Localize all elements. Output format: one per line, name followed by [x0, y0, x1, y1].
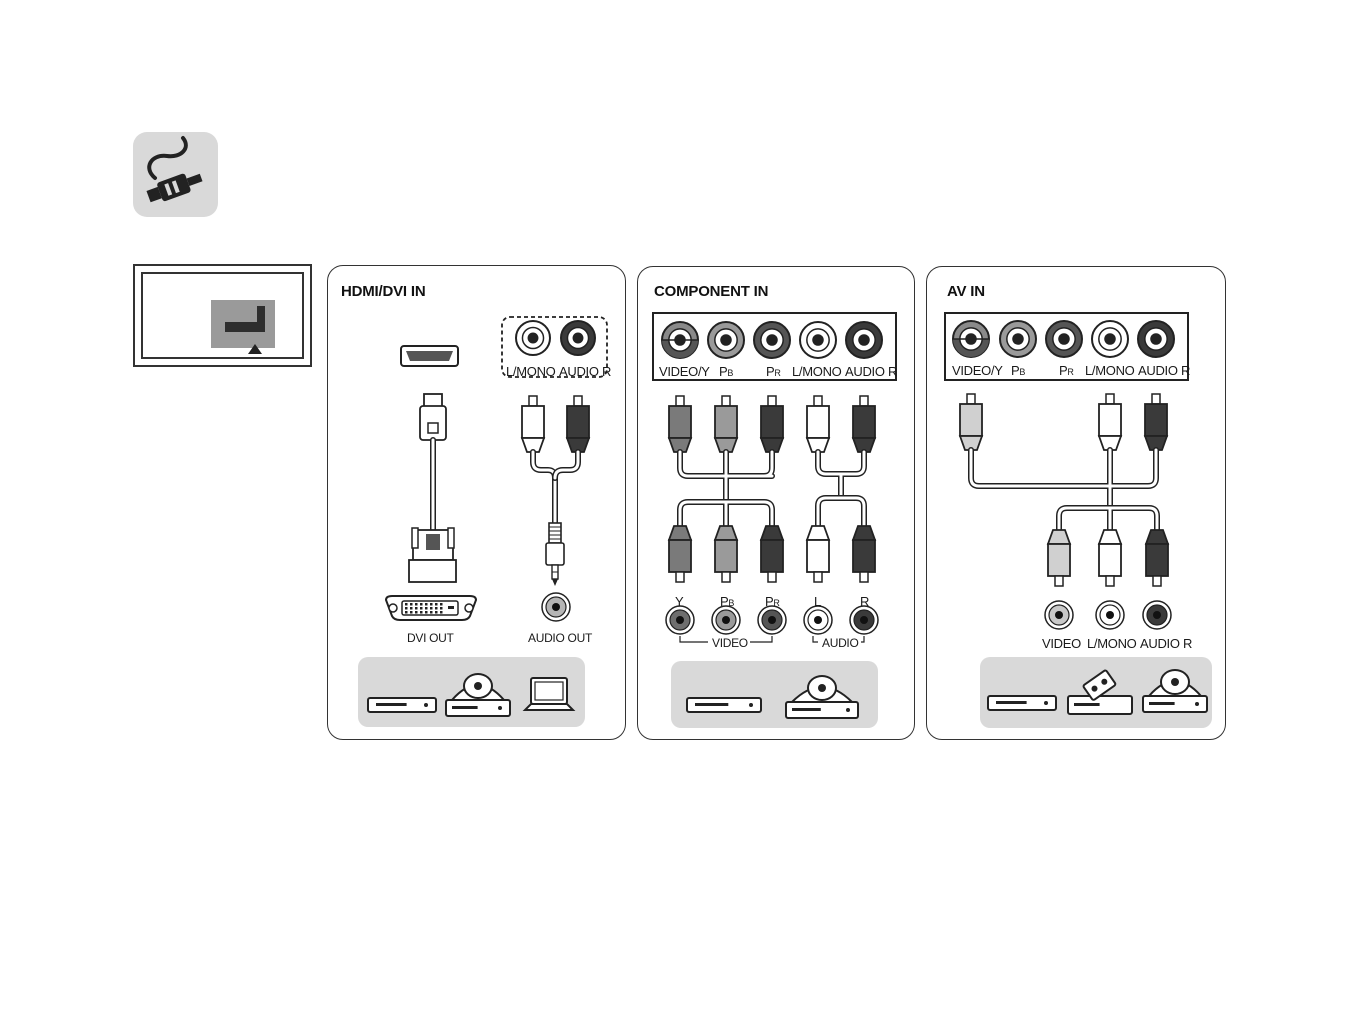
av-port-label-lmono: L/MONO: [1085, 363, 1134, 378]
component-source-label-l: L: [814, 594, 821, 609]
component-top-plug-lmono: [807, 396, 829, 452]
component-video-cable-top: [680, 452, 772, 502]
av-jack-y: [953, 321, 989, 357]
av-port-label-pb: PB: [1011, 363, 1025, 378]
component-source-jack-audior: [850, 606, 878, 634]
component-jack-y: [662, 322, 698, 358]
hdmi-audio-jack-audior: [561, 321, 595, 355]
component-bottom-plug-lmono: [807, 526, 829, 582]
component-video-cable-bottom: [680, 502, 772, 526]
hdmi-port-label-lmono: L/MONO: [506, 364, 555, 379]
dvd-player-icon: [368, 698, 436, 712]
component-port-label-audior: AUDIO R: [845, 364, 897, 379]
av-source-label-video: VIDEO: [1042, 636, 1081, 651]
av-bottom-plug-audior: [1146, 530, 1168, 586]
hdmi-audio-plug-audior: [567, 396, 589, 452]
component-top-plug-y: [669, 396, 691, 452]
component-source-label-r: R: [860, 594, 869, 609]
component-port-label-pr: PR: [766, 364, 781, 379]
av-port-label-pr: PR: [1059, 363, 1074, 378]
hdmi-port: [401, 346, 458, 366]
laptop-icon: [525, 678, 573, 710]
hdmi-audio-plug-lmono: [522, 396, 544, 452]
hdmi-audio-cable-left: [533, 452, 555, 525]
dvd-player-icon: [687, 698, 761, 712]
av-port-label-audior: AUDIO R: [1138, 363, 1190, 378]
component-audio-cable-bottom: [818, 498, 864, 526]
av-top-plug-lmono: [1099, 394, 1121, 450]
av-source-jack-lmono: [1096, 601, 1124, 629]
component-top-plug-pr: [761, 396, 783, 452]
component-source-label-pb: PB: [720, 594, 734, 609]
dvi-connector: [386, 528, 476, 620]
av-cable-top: [971, 450, 1156, 508]
dvd-player-icon: [988, 696, 1056, 710]
component-top-plug-pb: [715, 396, 737, 452]
av-jack-pb: [1000, 321, 1036, 357]
hdmi-port-label-audior: AUDIO R: [559, 364, 611, 379]
av-jack-pr: [1046, 321, 1082, 357]
av-top-plug-video: [960, 394, 982, 450]
av-source-jack-audior: [1143, 601, 1171, 629]
av-top-plug-audior: [1145, 394, 1167, 450]
component-port-label-pb: PB: [719, 364, 733, 379]
component-source-jack-pb: [712, 606, 740, 634]
component-port-label-lmono: L/MONO: [792, 364, 841, 379]
av-cable-bottom: [1059, 508, 1157, 530]
component-jack-lmono: [800, 322, 836, 358]
audio-out-label: AUDIO OUT: [528, 631, 592, 645]
component-source-jack-lmono: [804, 606, 832, 634]
mini-jack-plug: [546, 523, 564, 586]
component-port-label-y: VIDEO/Y: [659, 364, 710, 379]
component-source-jack-pr: [758, 606, 786, 634]
component-top-plug-audior: [853, 396, 875, 452]
component-bottom-plug-pr: [761, 526, 783, 582]
audio-out-jack: [542, 593, 570, 621]
hdmi-plug: [420, 394, 446, 440]
component-jack-pb: [708, 322, 744, 358]
dvi-out-label: DVI OUT: [407, 631, 454, 645]
hdmi-audio-jack-lmono: [516, 321, 550, 355]
component-group-video-label: VIDEO: [710, 636, 750, 650]
component-bottom-plug-audior: [853, 526, 875, 582]
av-source-label-lmono: L/MONO: [1087, 636, 1136, 651]
component-source-label-pr: PR: [765, 594, 780, 609]
component-source-jack-y: [666, 606, 694, 634]
component-group-audio-label: AUDIO: [820, 636, 861, 650]
av-source-label-audior: AUDIO R: [1140, 636, 1192, 651]
component-jack-audior: [846, 322, 882, 358]
av-bottom-plug-video: [1048, 530, 1070, 586]
av-jack-lmono: [1092, 321, 1128, 357]
component-audio-cable-top: [818, 452, 864, 498]
av-port-label-y: VIDEO/Y: [952, 363, 1003, 378]
hdmi-audio-cable-right: [555, 452, 578, 478]
av-bottom-plug-lmono: [1099, 530, 1121, 586]
av-jack-audior: [1138, 321, 1174, 357]
component-jack-pr: [754, 322, 790, 358]
av-source-jack-video: [1045, 601, 1073, 629]
component-bottom-plug-pb: [715, 526, 737, 582]
component-source-label-y: Y: [675, 594, 683, 609]
component-bottom-plug-y: [669, 526, 691, 582]
